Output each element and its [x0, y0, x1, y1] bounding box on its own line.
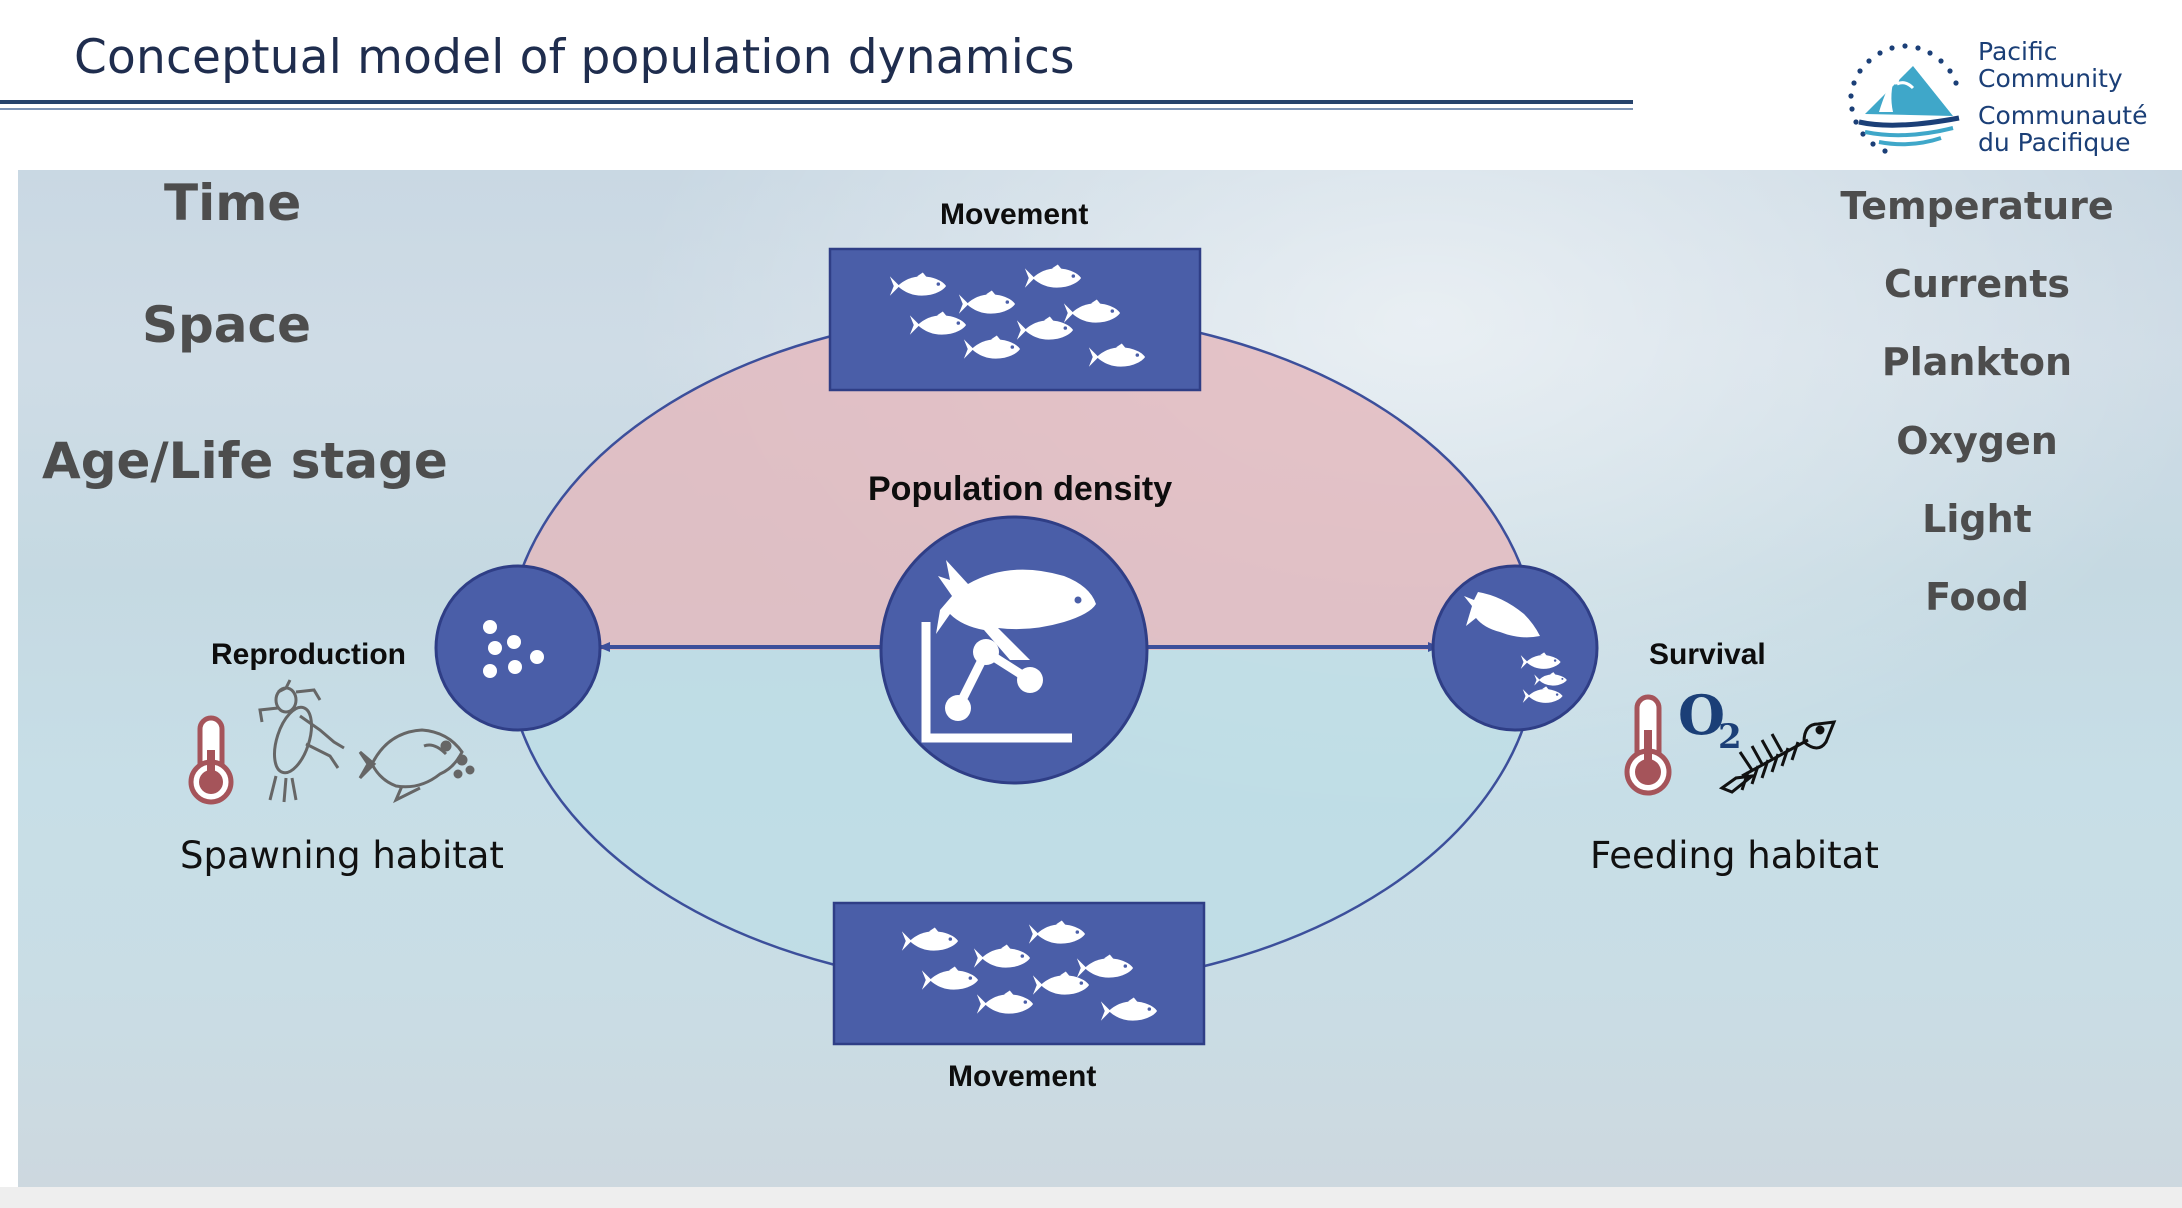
reproduction-node — [434, 564, 602, 732]
bottom-band — [0, 1187, 2182, 1208]
factor-temperature: Temperature — [1840, 184, 2114, 228]
title-rule-thin — [0, 108, 1633, 110]
logo-line-du-pacifique: du Pacifique — [1978, 128, 2131, 157]
logo-line-communaute: Communauté — [1978, 101, 2148, 130]
logo-line-pacific: Pacific — [1978, 37, 2058, 66]
fish-chart-icon — [921, 560, 1096, 743]
factor-currents: Currents — [1883, 262, 2071, 306]
survival-node — [1431, 564, 1599, 732]
slide-title: Conceptual model of population dynamics — [74, 30, 1075, 85]
dimension-space: Space — [142, 296, 312, 354]
factor-food: Food — [1925, 575, 2029, 619]
factor-oxygen: Oxygen — [1896, 419, 2058, 463]
movement-bottom-label: Movement — [948, 1060, 1097, 1093]
eggs-icon — [483, 620, 544, 678]
factor-plankton: Plankton — [1881, 340, 2073, 384]
population-density-label: Population density — [868, 470, 1173, 508]
population-density-node — [879, 515, 1149, 785]
plankton-icon — [258, 679, 345, 803]
ellipse-lower-half — [507, 650, 1537, 988]
pacific-community-logo — [1848, 43, 1960, 154]
reproduction-label: Reproduction — [211, 638, 406, 671]
fish-with-eggs-icon — [358, 728, 475, 804]
dimension-time: Time — [164, 174, 302, 232]
dimension-age-life-stage: Age/Life stage — [42, 432, 448, 490]
ellipse-upper-half — [507, 312, 1537, 650]
spawning-habitat-label: Spawning habitat — [180, 834, 504, 877]
title-rule — [0, 100, 1633, 104]
logo-text: Pacific Community Communauté du Pacifiqu… — [1978, 38, 2148, 156]
logo-line-community: Community — [1978, 64, 2123, 93]
feeding-habitat-label: Feeding habitat — [1590, 834, 1879, 877]
movement-top-label: Movement — [940, 198, 1089, 231]
thermometer-icon — [1624, 694, 1672, 796]
svg-text:O: O — [1678, 683, 1725, 747]
svg-text:2: 2 — [1718, 717, 1742, 757]
fish-skeleton-icon — [1718, 720, 1837, 794]
fish-school-icon — [1464, 592, 1567, 703]
movement-box-bottom — [832, 901, 1206, 1046]
movement-box-top — [828, 247, 1202, 392]
factor-light: Light — [1922, 497, 2032, 541]
oxygen-icon: O 2 — [1678, 683, 1742, 757]
survival-label: Survival — [1649, 638, 1766, 671]
thermometer-icon — [188, 715, 234, 805]
